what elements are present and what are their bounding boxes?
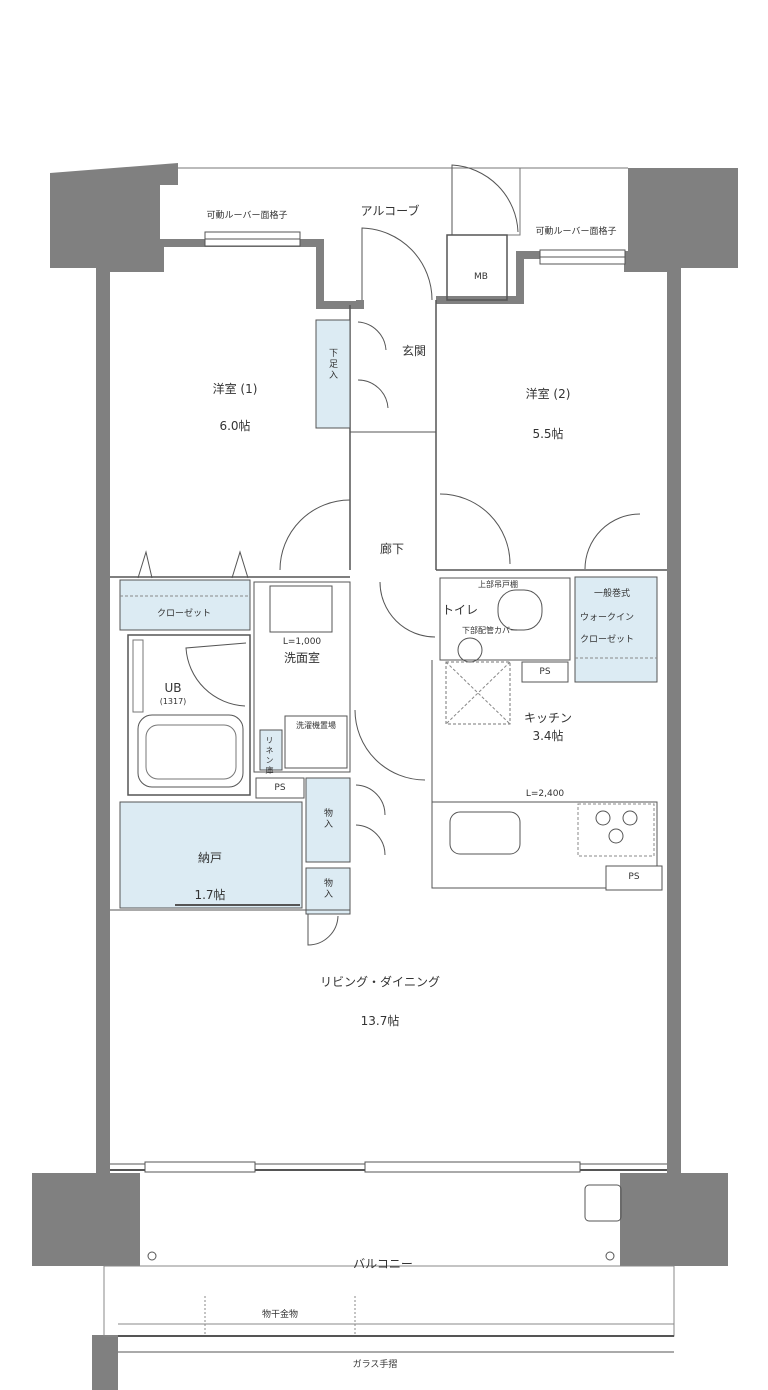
room-toilet: トイレ	[442, 603, 479, 617]
mb-door	[451, 164, 519, 235]
ps-box-3	[605, 865, 663, 891]
shoe-cabinet-label: 下足入	[327, 348, 337, 381]
column-top-right	[628, 168, 738, 268]
ub-fixture	[132, 639, 144, 713]
bathtub	[137, 714, 244, 788]
room-hallway: 廊下	[379, 542, 405, 556]
fridge-cross	[445, 661, 511, 725]
wall-left	[96, 262, 110, 1174]
wall-north-west	[110, 239, 364, 309]
walkin-label: ウォークイン	[580, 613, 635, 623]
toilet-sink	[457, 637, 483, 663]
walkin-closet	[574, 576, 658, 683]
balcony-label: バルコニー	[353, 1257, 413, 1271]
room-ub-code: (1317)	[159, 697, 187, 706]
drain-right	[605, 1251, 615, 1261]
door-storage-2	[307, 914, 339, 946]
storage-closet-2	[305, 867, 351, 915]
mb-label: MB	[474, 272, 488, 282]
closet-doors	[137, 550, 249, 579]
closet-label: クローゼット	[156, 609, 212, 619]
burner-2	[622, 810, 638, 826]
balcony-area	[103, 1265, 675, 1337]
rail-post-left	[92, 1335, 118, 1390]
ps-label-2: PS	[539, 667, 551, 677]
ps-label-1: PS	[274, 783, 286, 793]
burner-3	[608, 828, 624, 844]
room-western1-name: 洋室 (1)	[212, 382, 258, 396]
vanity	[269, 585, 333, 633]
ps-box-1	[255, 777, 305, 799]
ps-label-3: PS	[628, 872, 640, 882]
ub-room	[127, 634, 251, 796]
storage-closet-1	[305, 777, 351, 863]
storage-doors	[355, 784, 386, 856]
aircon-unit	[584, 1184, 622, 1222]
room-storage-name: 納戸	[197, 851, 223, 865]
storage-label-2: 物入	[322, 878, 332, 900]
ub-door	[185, 642, 247, 707]
door-washroom	[354, 709, 426, 781]
toilet-top-label: 上部吊戸棚	[478, 580, 518, 589]
walkin-label-2: クローゼット	[580, 635, 635, 645]
bathtub-inner	[145, 724, 237, 780]
shoe-cabinet	[315, 319, 351, 429]
stove	[577, 803, 655, 857]
louver-label-left: 可動ルーバー面格子	[206, 211, 288, 221]
fridge-space	[445, 661, 511, 725]
toilet-bowl	[497, 589, 543, 631]
alcove-label: アルコーブ	[360, 204, 420, 218]
kitchen-sink	[449, 811, 521, 855]
wall-right	[667, 262, 681, 1174]
vanity-label: L=1,000	[282, 637, 322, 647]
room-kitchen-name: キッチン	[523, 711, 573, 725]
room-washroom: 洗面室	[283, 651, 321, 665]
linen-cabinet	[259, 729, 283, 771]
kitchen-counter	[431, 801, 658, 889]
door-w1	[279, 499, 351, 571]
room-entrance: 玄関	[401, 344, 427, 358]
door-toilet	[379, 581, 436, 638]
entrance-door	[361, 227, 433, 301]
room-kitchen-size: 3.4帖	[532, 729, 564, 743]
column-bottom-right	[620, 1173, 728, 1266]
room-ub: UB	[164, 681, 182, 695]
room-living-size: 13.7帖	[360, 1014, 400, 1028]
room-living-name: リビング・ダイニング	[319, 975, 441, 989]
ps-box-2	[521, 661, 569, 683]
closet-w1	[119, 579, 251, 631]
window-south-2	[364, 1161, 581, 1173]
linen-label: リネン庫	[265, 736, 274, 776]
counter-label: L=2,400	[525, 789, 565, 799]
toilet-bottom-label: 下部配管カバー	[462, 626, 518, 635]
door-w2	[439, 493, 511, 565]
storage-label-1: 物入	[322, 808, 332, 830]
column-top-left	[50, 163, 178, 268]
drain-left	[147, 1251, 157, 1261]
washer-area	[284, 715, 348, 769]
nando-room	[119, 801, 303, 909]
room-western1-size: 6.0帖	[219, 419, 251, 433]
column-bottom-left	[32, 1173, 140, 1266]
mb-box	[446, 234, 508, 301]
toilet-room	[439, 577, 571, 661]
laundry-label: 物干金物	[261, 1310, 299, 1320]
washroom	[253, 581, 351, 773]
washer-label: 洗濯機置場	[296, 721, 336, 730]
burner-1	[595, 810, 611, 826]
entrance-inner-doors	[357, 321, 389, 409]
room-western2-name: 洋室 (2)	[525, 387, 571, 401]
rail-label: ガラス手摺	[352, 1360, 398, 1370]
window-south-1	[144, 1161, 256, 1173]
door-walkin	[584, 513, 641, 570]
walkin-top-label: 一般巻式	[594, 589, 631, 599]
room-storage-size: 1.7帖	[194, 888, 226, 902]
room-western2-size: 5.5帖	[532, 427, 564, 441]
louver-label-right: 可動ルーバー面格子	[535, 227, 617, 237]
